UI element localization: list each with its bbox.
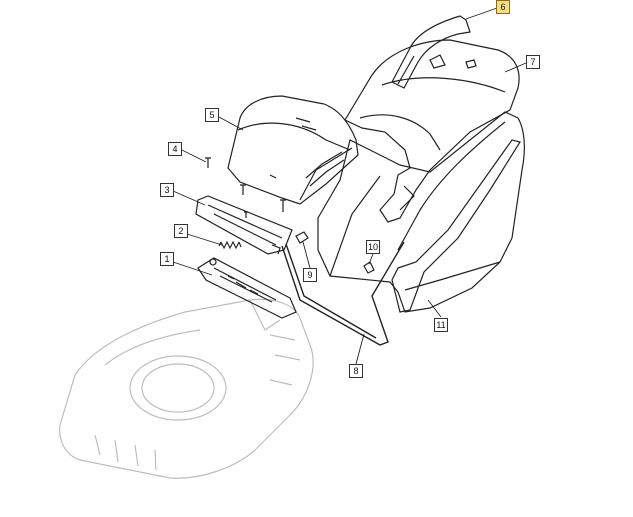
part-5-top-cover (227, 95, 359, 205)
callout-2: 2 (174, 224, 188, 238)
callout-5: 5 (205, 108, 219, 122)
part-10-clip (363, 261, 375, 274)
part-8-handle-frame (281, 241, 405, 346)
callout-1: 1 (160, 252, 174, 266)
part-3-hinge-rail (195, 195, 293, 255)
part-7-upper-cover (344, 39, 520, 223)
part-4-screws (205, 157, 286, 218)
callout-9: 9 (303, 268, 317, 282)
callout-6: 6 (496, 0, 510, 14)
part-9-clip (295, 231, 309, 244)
callout-10: 10 (366, 240, 380, 254)
callout-11: 11 (434, 318, 448, 332)
callout-8: 8 (349, 364, 363, 378)
callout-3: 3 (160, 183, 174, 197)
part-1-rear-flap (197, 257, 297, 319)
grass-bag-body (317, 111, 525, 313)
part-2-spring (218, 240, 242, 250)
part-11-bag-frame (391, 139, 521, 313)
callout-4: 4 (168, 142, 182, 156)
callout-7: 7 (526, 55, 540, 69)
mower-deck-ghost (59, 298, 314, 479)
leader-lines (172, 7, 527, 365)
part-6-handle-strip (391, 15, 471, 89)
